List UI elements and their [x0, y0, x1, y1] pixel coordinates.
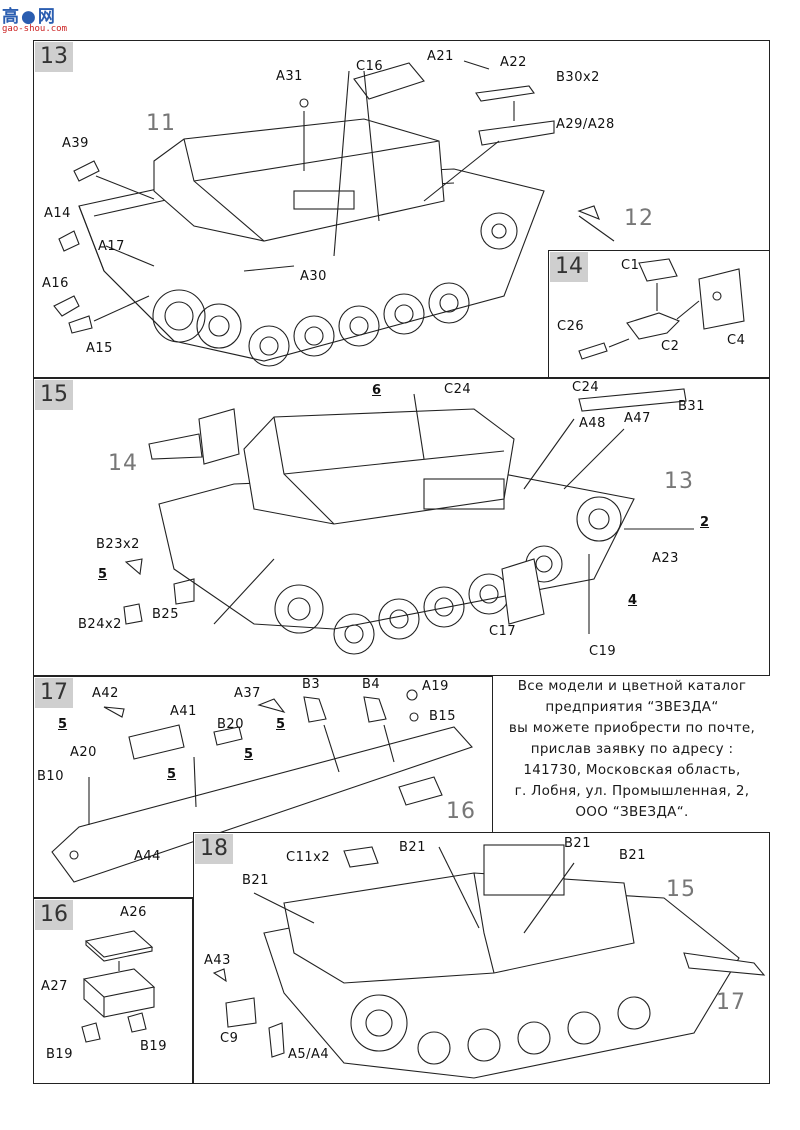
info-line: предприятия “ЗВЕЗДА“ — [545, 699, 719, 715]
label-a5-a4: A5/A4 — [288, 1047, 330, 1062]
label-a43: A43 — [204, 953, 231, 968]
note-5-b: 5 — [167, 767, 177, 782]
label-c4: C4 — [727, 333, 746, 348]
step-18-drawing — [212, 844, 766, 1079]
note-5-c: 5 — [244, 747, 254, 762]
step-15-drawing — [123, 388, 694, 655]
label-b21-b: B21 — [564, 836, 591, 851]
step-15-panel: 15 C24 C24 B31 A48 A47 13 14 B23x2 B25 — [33, 378, 770, 676]
label-b20: B20 — [217, 717, 244, 732]
step-number: 18 — [195, 834, 233, 864]
label-a21: A21 — [427, 49, 454, 64]
label-c19: C19 — [589, 644, 617, 659]
logo-site-url: gao-shou.com — [2, 24, 68, 34]
step-number: 17 — [35, 678, 73, 708]
step-16-drawing — [81, 930, 156, 1043]
step-number: 15 — [35, 380, 73, 410]
label-b23x2: B23x2 — [96, 537, 140, 552]
ref-step-11: 11 — [146, 111, 176, 136]
step-number: 13 — [35, 42, 73, 72]
step-17-panel: 17 A42 A41 A37 B3 B4 A19 B15 B20 A20 B10… — [33, 676, 493, 898]
label-a31: A31 — [276, 69, 303, 84]
label-a41: A41 — [170, 704, 197, 719]
label-a15: A15 — [86, 341, 113, 356]
label-c24-right: C24 — [572, 380, 600, 395]
step-18-panel: 18 C11x2 B21 B21 B21 B21 15 A43 C9 A5/A4… — [193, 832, 770, 1084]
label-a14: A14 — [44, 206, 71, 221]
label-b21-a: B21 — [399, 840, 426, 855]
label-b21-c: B21 — [619, 848, 646, 863]
ref-step-16: 16 — [446, 799, 476, 824]
label-b3: B3 — [302, 677, 321, 692]
label-b25: B25 — [152, 607, 179, 622]
label-c26: C26 — [557, 319, 585, 334]
label-a19: A19 — [422, 679, 449, 694]
info-line: Все модели и цветной каталог — [517, 678, 747, 694]
label-a26: A26 — [120, 905, 147, 920]
label-a22: A22 — [500, 55, 527, 70]
label-b30x2: B30x2 — [556, 70, 600, 85]
label-a47: A47 — [624, 411, 651, 426]
label-a48: A48 — [579, 416, 606, 431]
step-number: 16 — [35, 900, 73, 930]
label-c1: C1 — [621, 258, 640, 273]
ref-step-13: 13 — [664, 469, 694, 494]
label-a37: A37 — [234, 686, 261, 701]
label-a16: A16 — [42, 276, 69, 291]
note-6: 6 — [372, 383, 382, 398]
label-a20: A20 — [70, 745, 97, 760]
label-a23: A23 — [652, 551, 679, 566]
step-number: 14 — [550, 252, 588, 282]
label-c11x2: C11x2 — [286, 850, 331, 865]
label-a44: A44 — [134, 849, 161, 864]
label-b19-right: B19 — [140, 1039, 167, 1054]
note-5-a: 5 — [58, 717, 68, 732]
ref-step-15: 15 — [666, 877, 696, 902]
label-c17: C17 — [489, 624, 517, 639]
step-14-panel: 14 C1 C26 C2 C4 — [548, 250, 770, 378]
label-b4: B4 — [362, 677, 381, 692]
label-c24-top: C24 — [444, 382, 472, 397]
label-b10: B10 — [37, 769, 64, 784]
label-c2: C2 — [661, 339, 680, 354]
logo-brand-text: 高●网 — [2, 7, 57, 27]
note-4: 4 — [628, 593, 638, 608]
step-14-drawing — [578, 258, 745, 360]
note-2: 2 — [700, 515, 710, 530]
label-a29-a28: A29/A28 — [556, 117, 615, 132]
label-b31: B31 — [678, 399, 705, 414]
label-c16: C16 — [356, 59, 384, 74]
label-a17: A17 — [98, 239, 125, 254]
note-5-d: 5 — [276, 717, 286, 732]
label-a30: A30 — [300, 269, 327, 284]
label-b24x2: B24x2 — [78, 617, 122, 632]
label-b21-d: B21 — [242, 873, 269, 888]
ref-step-12: 12 — [624, 206, 654, 231]
label-b19-left: B19 — [46, 1047, 73, 1062]
step-17-drawing — [51, 689, 473, 883]
ref-step-17: 17 — [716, 990, 746, 1015]
info-line: 141730, Московская область, — [523, 762, 741, 778]
info-line: прислав заявку по адресу : — [530, 741, 734, 757]
catalog-info-text: Все модели и цветной каталог предприятия… — [494, 676, 770, 823]
label-a42: A42 — [92, 686, 119, 701]
step-13-drawing — [53, 60, 615, 367]
label-c9: C9 — [220, 1031, 239, 1046]
label-a27: A27 — [41, 979, 68, 994]
info-line: вы можете приобрести по почте, — [508, 720, 756, 736]
note-5: 5 — [98, 567, 108, 582]
info-line: г. Лобня, ул. Промышленная, 2, — [514, 783, 750, 799]
label-a39: A39 — [62, 136, 89, 151]
ref-step-14: 14 — [108, 451, 138, 476]
info-line: ООО “ЗВЕЗДА“. — [575, 804, 689, 820]
site-watermark-logo: 高●网 gao-shou.com — [2, 2, 74, 36]
label-b15: B15 — [429, 709, 456, 724]
step-16-panel: 16 A26 A27 B19 B19 — [33, 898, 193, 1084]
